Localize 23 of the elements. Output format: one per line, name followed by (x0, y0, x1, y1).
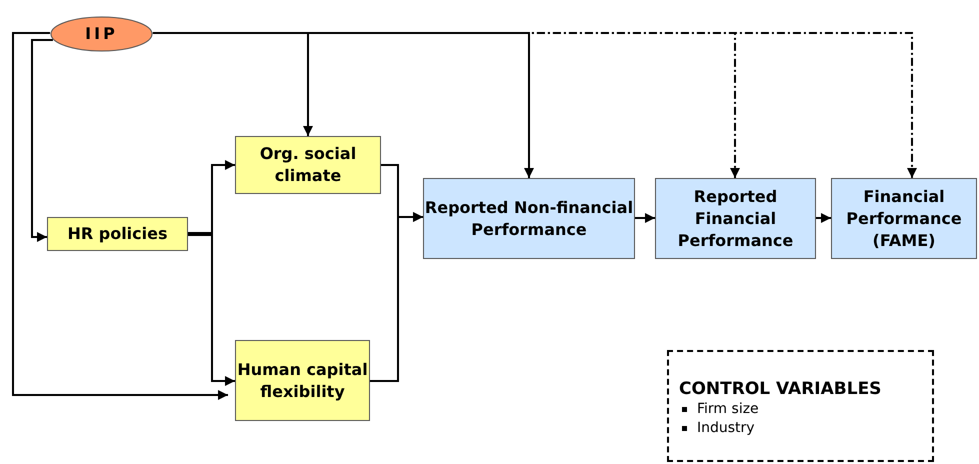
list-item: Industry (697, 419, 755, 438)
node-label: Human capital flexibility (236, 358, 369, 402)
arrow (370, 212, 423, 382)
process-box (423, 178, 635, 259)
node-label: Financial Performance (FAME) (845, 186, 963, 252)
arrow (12, 32, 228, 400)
process-box (831, 178, 977, 259)
arrow (635, 213, 655, 223)
arrow (31, 39, 53, 242)
oval-node (50, 16, 153, 52)
node-label: Reported Financial Performance (676, 186, 794, 252)
node-label: Reported Non-financial Performance (424, 196, 634, 240)
process-box (235, 136, 381, 194)
process-box (47, 217, 188, 251)
node-label: IIP (85, 23, 118, 45)
control-variables-box (667, 350, 934, 462)
process-box (655, 178, 816, 259)
node-label: HR policies (67, 223, 168, 245)
list-item: Firm size (697, 400, 759, 419)
arrow (816, 213, 831, 223)
process-box (235, 340, 370, 421)
box-heading: CONTROL VARIABLES (679, 378, 882, 400)
node-label: Org. social climate (258, 143, 358, 187)
